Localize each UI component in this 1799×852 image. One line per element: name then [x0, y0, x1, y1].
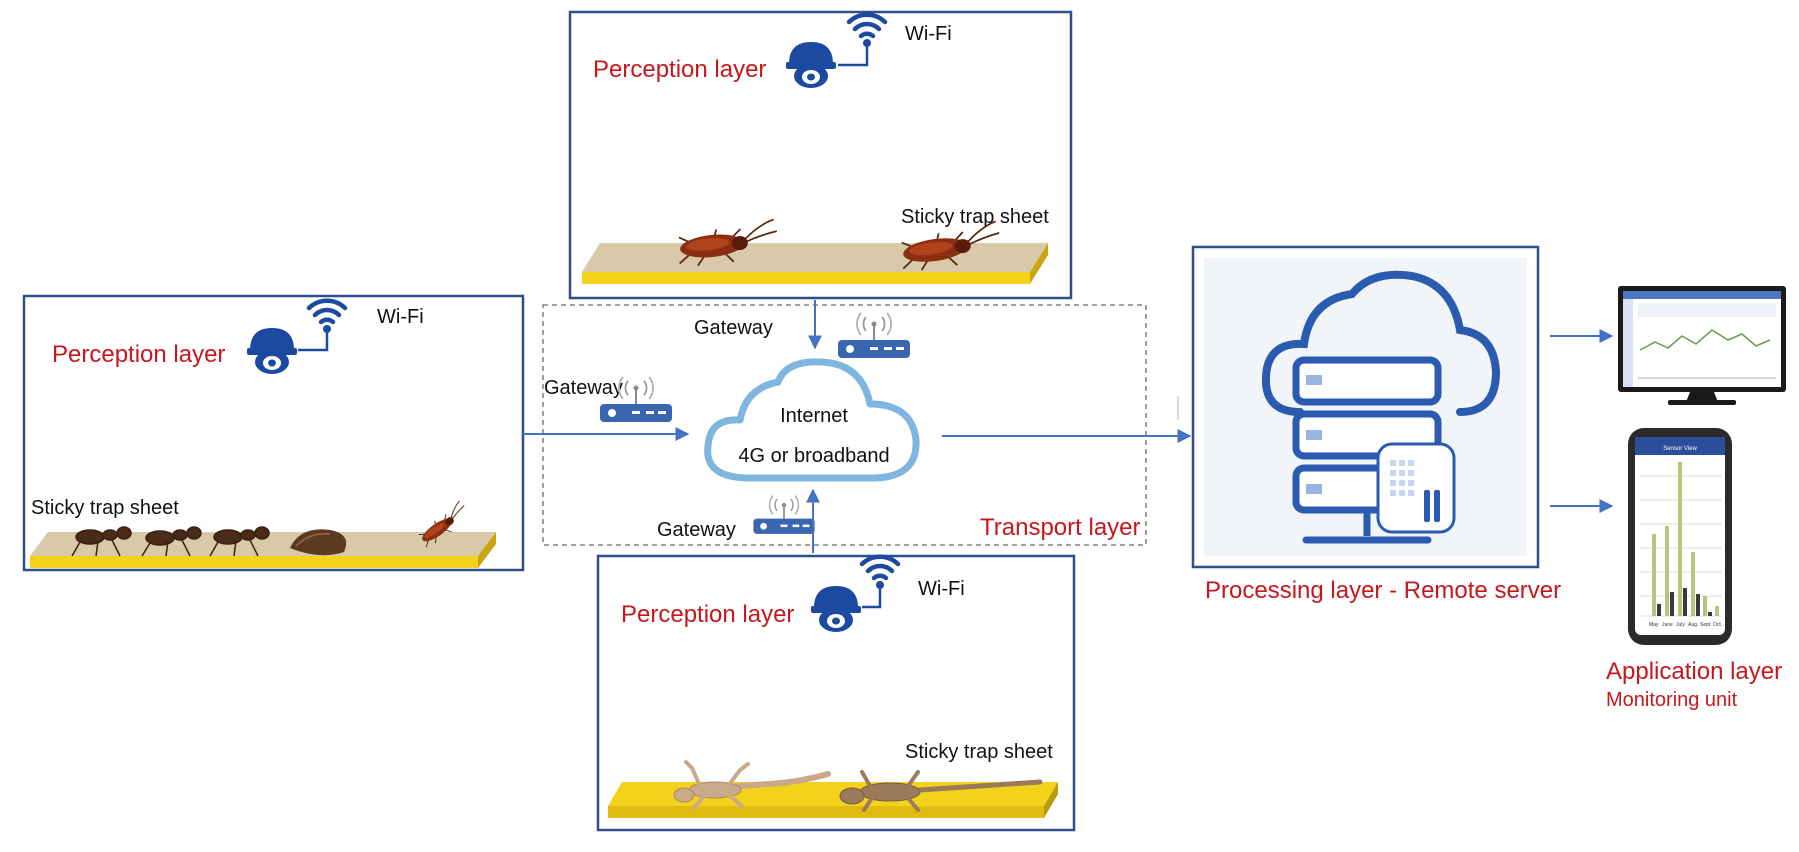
gateway-label-bottom: Gateway [657, 519, 736, 541]
wifi-label-top: Wi-Fi [905, 23, 952, 45]
phone-header: Sensor View [1663, 446, 1697, 452]
processing-layer-title: Processing layer - Remote server [1205, 577, 1561, 604]
perception-layer-top: Perception layer Wi-Fi Sticky trap sheet [568, 10, 1073, 300]
transport-layer-region [542, 304, 1147, 546]
perception-layer-bottom: Perception layer Wi-Fi Sticky trap sheet [596, 556, 1076, 832]
processing-layer: Processing layer - Remote server [1191, 245, 1561, 604]
ant-icon [209, 526, 270, 557]
wifi-label-left: Wi-Fi [377, 306, 424, 328]
gecko-icon [673, 760, 831, 810]
cloud-label-network: 4G or broadband [738, 445, 889, 467]
gateway-label-top: Gateway [694, 317, 773, 339]
smartphone-icon: Sensor View May June July Aug. [1628, 428, 1732, 645]
monitor-icon [1618, 286, 1786, 405]
trap-label-top: Sticky trap sheet [901, 206, 1049, 228]
camera-wifi-link [862, 586, 882, 609]
router-icon [837, 312, 911, 359]
ant-icon [141, 526, 202, 557]
router-icon [752, 494, 816, 535]
camera-wifi-link [298, 330, 329, 352]
phone-month-label: July [1676, 622, 1685, 628]
server-icon [1261, 270, 1501, 544]
gecko-icon [839, 770, 1043, 812]
cloud-label-internet: Internet [780, 405, 848, 427]
perception-title-left: Perception layer [52, 341, 225, 368]
camera-wifi-link [838, 44, 869, 67]
ant-icon [71, 526, 132, 557]
phone-month-label: Oct. [1713, 622, 1722, 628]
phone-month-label: June [1662, 622, 1673, 628]
phone-month-label: Sept. [1700, 622, 1712, 628]
transport-layer-title: Transport layer [980, 514, 1141, 541]
perception-layer-left: Perception layer Wi-Fi Sticky trap sheet [22, 294, 525, 572]
perception-title-top: Perception layer [593, 56, 766, 83]
phone-month-label: Aug. [1688, 622, 1698, 628]
wifi-label-bottom: Wi-Fi [918, 578, 965, 600]
beetle-icon [290, 529, 347, 556]
application-layer-subtitle: Monitoring unit [1606, 689, 1738, 711]
cloud-icon [704, 358, 920, 482]
phone-month-label: May [1649, 622, 1659, 628]
application-layer-title: Application layer [1606, 658, 1782, 685]
trap-label-bottom: Sticky trap sheet [905, 741, 1053, 763]
sticky-trap-sheet-top [582, 243, 1048, 284]
perception-title-bottom: Perception layer [621, 601, 794, 628]
trap-label-left: Sticky trap sheet [31, 497, 179, 519]
gateway-label-left: Gateway [544, 377, 623, 399]
